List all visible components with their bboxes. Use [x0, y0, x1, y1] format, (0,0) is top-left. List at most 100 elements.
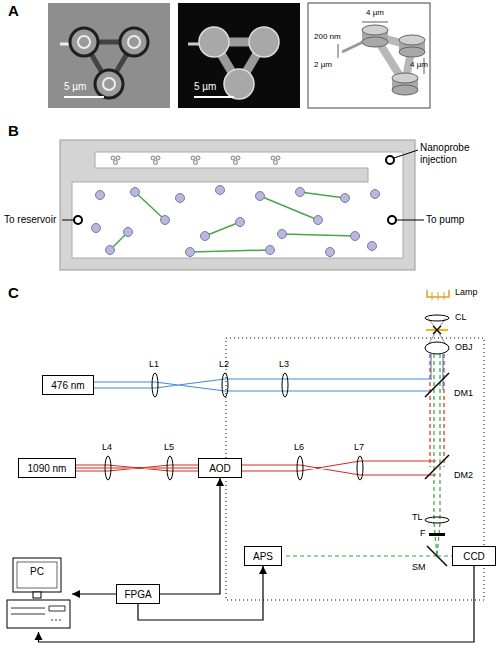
probe-sphere	[154, 161, 158, 165]
component-label: SM	[412, 562, 426, 572]
component-label: L3	[279, 359, 289, 369]
port	[74, 216, 82, 224]
cylinder-base	[392, 85, 418, 95]
cell-group	[92, 186, 380, 257]
laser-box: 476 nm	[42, 375, 94, 395]
nanoprobe	[191, 156, 200, 165]
component-label: TL	[412, 512, 423, 522]
illumination-cone	[428, 318, 446, 345]
nanoprobe	[151, 156, 160, 165]
node-label: 1090 nm	[28, 463, 67, 474]
dichroic-mirror	[425, 373, 449, 397]
dimension-label: 4 µm	[366, 8, 384, 17]
probe-sphere	[95, 70, 123, 98]
nanoprobe-group	[111, 156, 280, 165]
probe-tip	[342, 42, 363, 52]
dimension-label: 2 µm	[314, 60, 332, 69]
tube-lens	[425, 517, 449, 523]
component-label: L2	[219, 359, 229, 369]
lens	[167, 456, 173, 480]
camera-box: CCD	[452, 546, 496, 566]
node-label: FPGA	[124, 589, 151, 600]
lens	[152, 373, 158, 397]
sphere-highlight	[128, 36, 140, 48]
probe-sphere	[249, 27, 279, 57]
scale-bar	[194, 96, 234, 98]
probe-sphere	[199, 27, 229, 57]
probe-sphere	[151, 156, 155, 160]
detector-box: APS	[244, 546, 282, 566]
lens	[222, 373, 228, 397]
signal-line	[72, 593, 116, 594]
cad-model	[308, 3, 430, 108]
node-label: CCD	[463, 551, 485, 562]
filter	[429, 533, 445, 536]
laser-beam	[76, 467, 198, 468]
component-label: OBJ	[455, 342, 473, 352]
image-background	[178, 3, 300, 108]
nanoprobe	[231, 156, 240, 165]
objective-lens	[425, 342, 449, 354]
cylinder-base	[399, 47, 425, 57]
dimension-label: 4 µm	[410, 60, 428, 69]
image-background	[48, 3, 170, 108]
cell	[236, 218, 245, 227]
lens	[282, 373, 288, 397]
scale-bar	[64, 96, 104, 98]
component-label: L4	[102, 442, 112, 452]
monitor-stand	[33, 592, 41, 598]
excitation-beam	[94, 354, 443, 391]
cell	[314, 216, 323, 225]
sem-image	[178, 3, 300, 108]
signal-line	[160, 478, 220, 594]
panel-letter: B	[8, 122, 19, 139]
port-label: To pump	[426, 214, 464, 226]
dimension-label: 200 nm	[314, 32, 341, 41]
scale-bar-label: 5 µm	[64, 81, 86, 93]
cylinder	[392, 73, 418, 95]
probe-sphere	[196, 156, 200, 160]
modulator-box: AOD	[198, 458, 242, 478]
probe-trajectory	[110, 192, 355, 252]
trapping-beam	[430, 354, 444, 467]
cell	[278, 230, 287, 239]
probe-sphere	[191, 156, 195, 160]
probe-sphere	[70, 28, 98, 56]
probe-sphere	[156, 156, 160, 160]
cell	[296, 188, 305, 197]
component-label: L5	[164, 442, 174, 452]
probe-sphere	[234, 161, 238, 165]
component-label: L7	[354, 442, 364, 452]
trapping-beam	[76, 461, 436, 475]
component-label: DM2	[454, 470, 473, 480]
nanoprobe	[111, 156, 120, 165]
panel-letter: C	[8, 284, 19, 301]
switchable-mirror	[427, 546, 447, 566]
lamp-rays	[432, 292, 444, 300]
cylinder	[362, 25, 388, 47]
component-label: DM1	[454, 388, 473, 398]
node-label: PC	[13, 566, 61, 577]
port-label: To reservoir	[4, 214, 56, 226]
dichroic-mirror	[425, 455, 449, 479]
cylinder-top	[399, 35, 425, 45]
cell	[124, 228, 133, 237]
flow-channel	[72, 152, 403, 258]
brightfield-image	[48, 3, 170, 108]
probe-sphere	[116, 156, 120, 160]
laser-box: 1090 nm	[18, 458, 76, 478]
microfluidic-chip	[60, 140, 424, 270]
cell	[266, 246, 275, 255]
cell	[131, 188, 140, 197]
lens	[357, 456, 363, 480]
component-label: L6	[294, 442, 304, 452]
cell	[106, 246, 115, 255]
controller-box: FPGA	[116, 584, 160, 604]
monitor	[13, 558, 61, 592]
cell	[96, 191, 105, 200]
component-label: Lamp	[455, 287, 478, 297]
sample-marker	[433, 326, 441, 334]
